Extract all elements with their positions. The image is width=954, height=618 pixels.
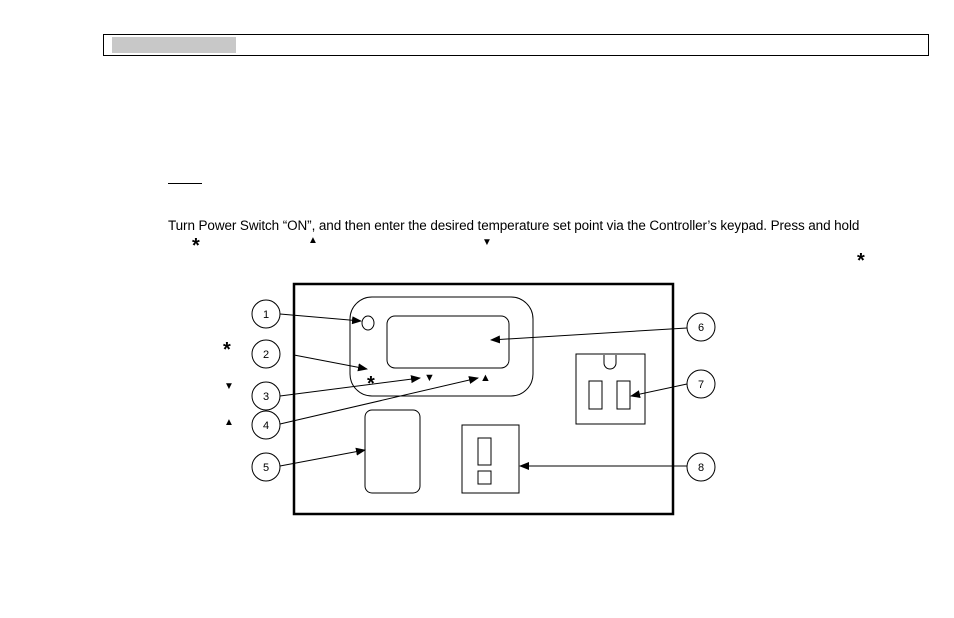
outlet-plate	[575, 353, 646, 425]
callout-5: 5	[251, 452, 281, 482]
star-key-symbol: *	[192, 235, 200, 257]
leader-3	[279, 375, 421, 397]
callout-4: 4	[251, 410, 281, 440]
breaker-slot-lower	[477, 470, 492, 485]
header-shaded-cell	[112, 37, 236, 53]
callout-1-label: 1	[263, 309, 269, 321]
legend-star-symbol: *	[223, 339, 231, 361]
keypad-down-key: ▼	[424, 372, 435, 384]
outlet-slot-left	[588, 380, 603, 410]
up-arrow-symbol: ▲	[308, 235, 318, 246]
leader-6	[490, 327, 688, 344]
breaker-slot-upper	[477, 437, 492, 466]
callout-8: 8	[686, 452, 716, 482]
callout-3-label: 3	[263, 391, 269, 403]
note-underline	[168, 183, 202, 184]
callout-1: 1	[251, 299, 281, 329]
keypad-up-key: ▲	[480, 372, 491, 384]
legend-down-symbol: ▼	[224, 381, 234, 392]
callout-2: 2	[251, 339, 281, 369]
breaker-block	[461, 424, 520, 494]
callout-3: 3	[251, 381, 281, 411]
legend-up-symbol: ▲	[224, 417, 234, 428]
star-key-symbol-end: *	[857, 250, 865, 272]
callout-7-label: 7	[698, 379, 704, 391]
instruction-text: Turn Power Switch “ON”, and then enter t…	[168, 218, 860, 233]
leader-1	[279, 313, 362, 325]
leader-5	[279, 447, 366, 467]
section-header-bar	[103, 34, 929, 56]
outlet-slot-right	[616, 380, 631, 410]
panel-outline	[292, 282, 675, 516]
callout-7: 7	[686, 369, 716, 399]
outlet-ground-hole	[603, 355, 617, 370]
callout-5-label: 5	[263, 462, 269, 474]
callout-6: 6	[686, 312, 716, 342]
callout-8-label: 8	[698, 462, 704, 474]
leader-4	[279, 376, 479, 425]
display-window	[386, 315, 510, 369]
down-arrow-symbol: ▼	[482, 237, 492, 248]
callout-2-label: 2	[263, 349, 269, 361]
callout-6-label: 6	[698, 322, 704, 334]
callout-4-label: 4	[263, 420, 269, 432]
power-switch	[364, 409, 421, 494]
leader-7	[630, 383, 688, 399]
leader-2	[293, 354, 368, 372]
controller-housing	[349, 296, 534, 397]
indicator-light	[361, 315, 375, 331]
